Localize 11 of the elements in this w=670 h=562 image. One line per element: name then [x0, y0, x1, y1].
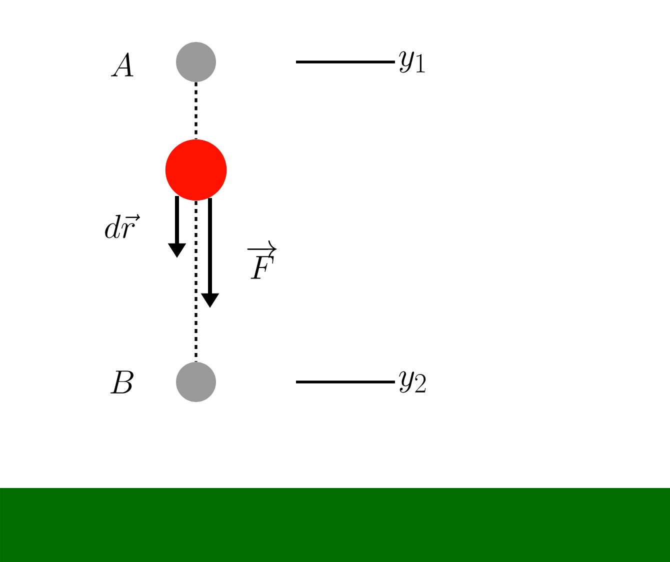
dotted-line — [194, 200, 198, 362]
dotted-line — [194, 82, 198, 140]
vector-label: $d\vec{r}$ — [105, 214, 140, 238]
point-label: $A$ — [110, 52, 134, 76]
ball — [165, 139, 227, 201]
vector-label: $\overrightarrow{F}$ — [247, 240, 277, 279]
point — [176, 42, 216, 82]
level-label: $y_2$ — [399, 371, 426, 393]
point-label: $B$ — [110, 370, 134, 394]
point — [176, 362, 216, 402]
level-label: $y_1$ — [399, 51, 425, 73]
